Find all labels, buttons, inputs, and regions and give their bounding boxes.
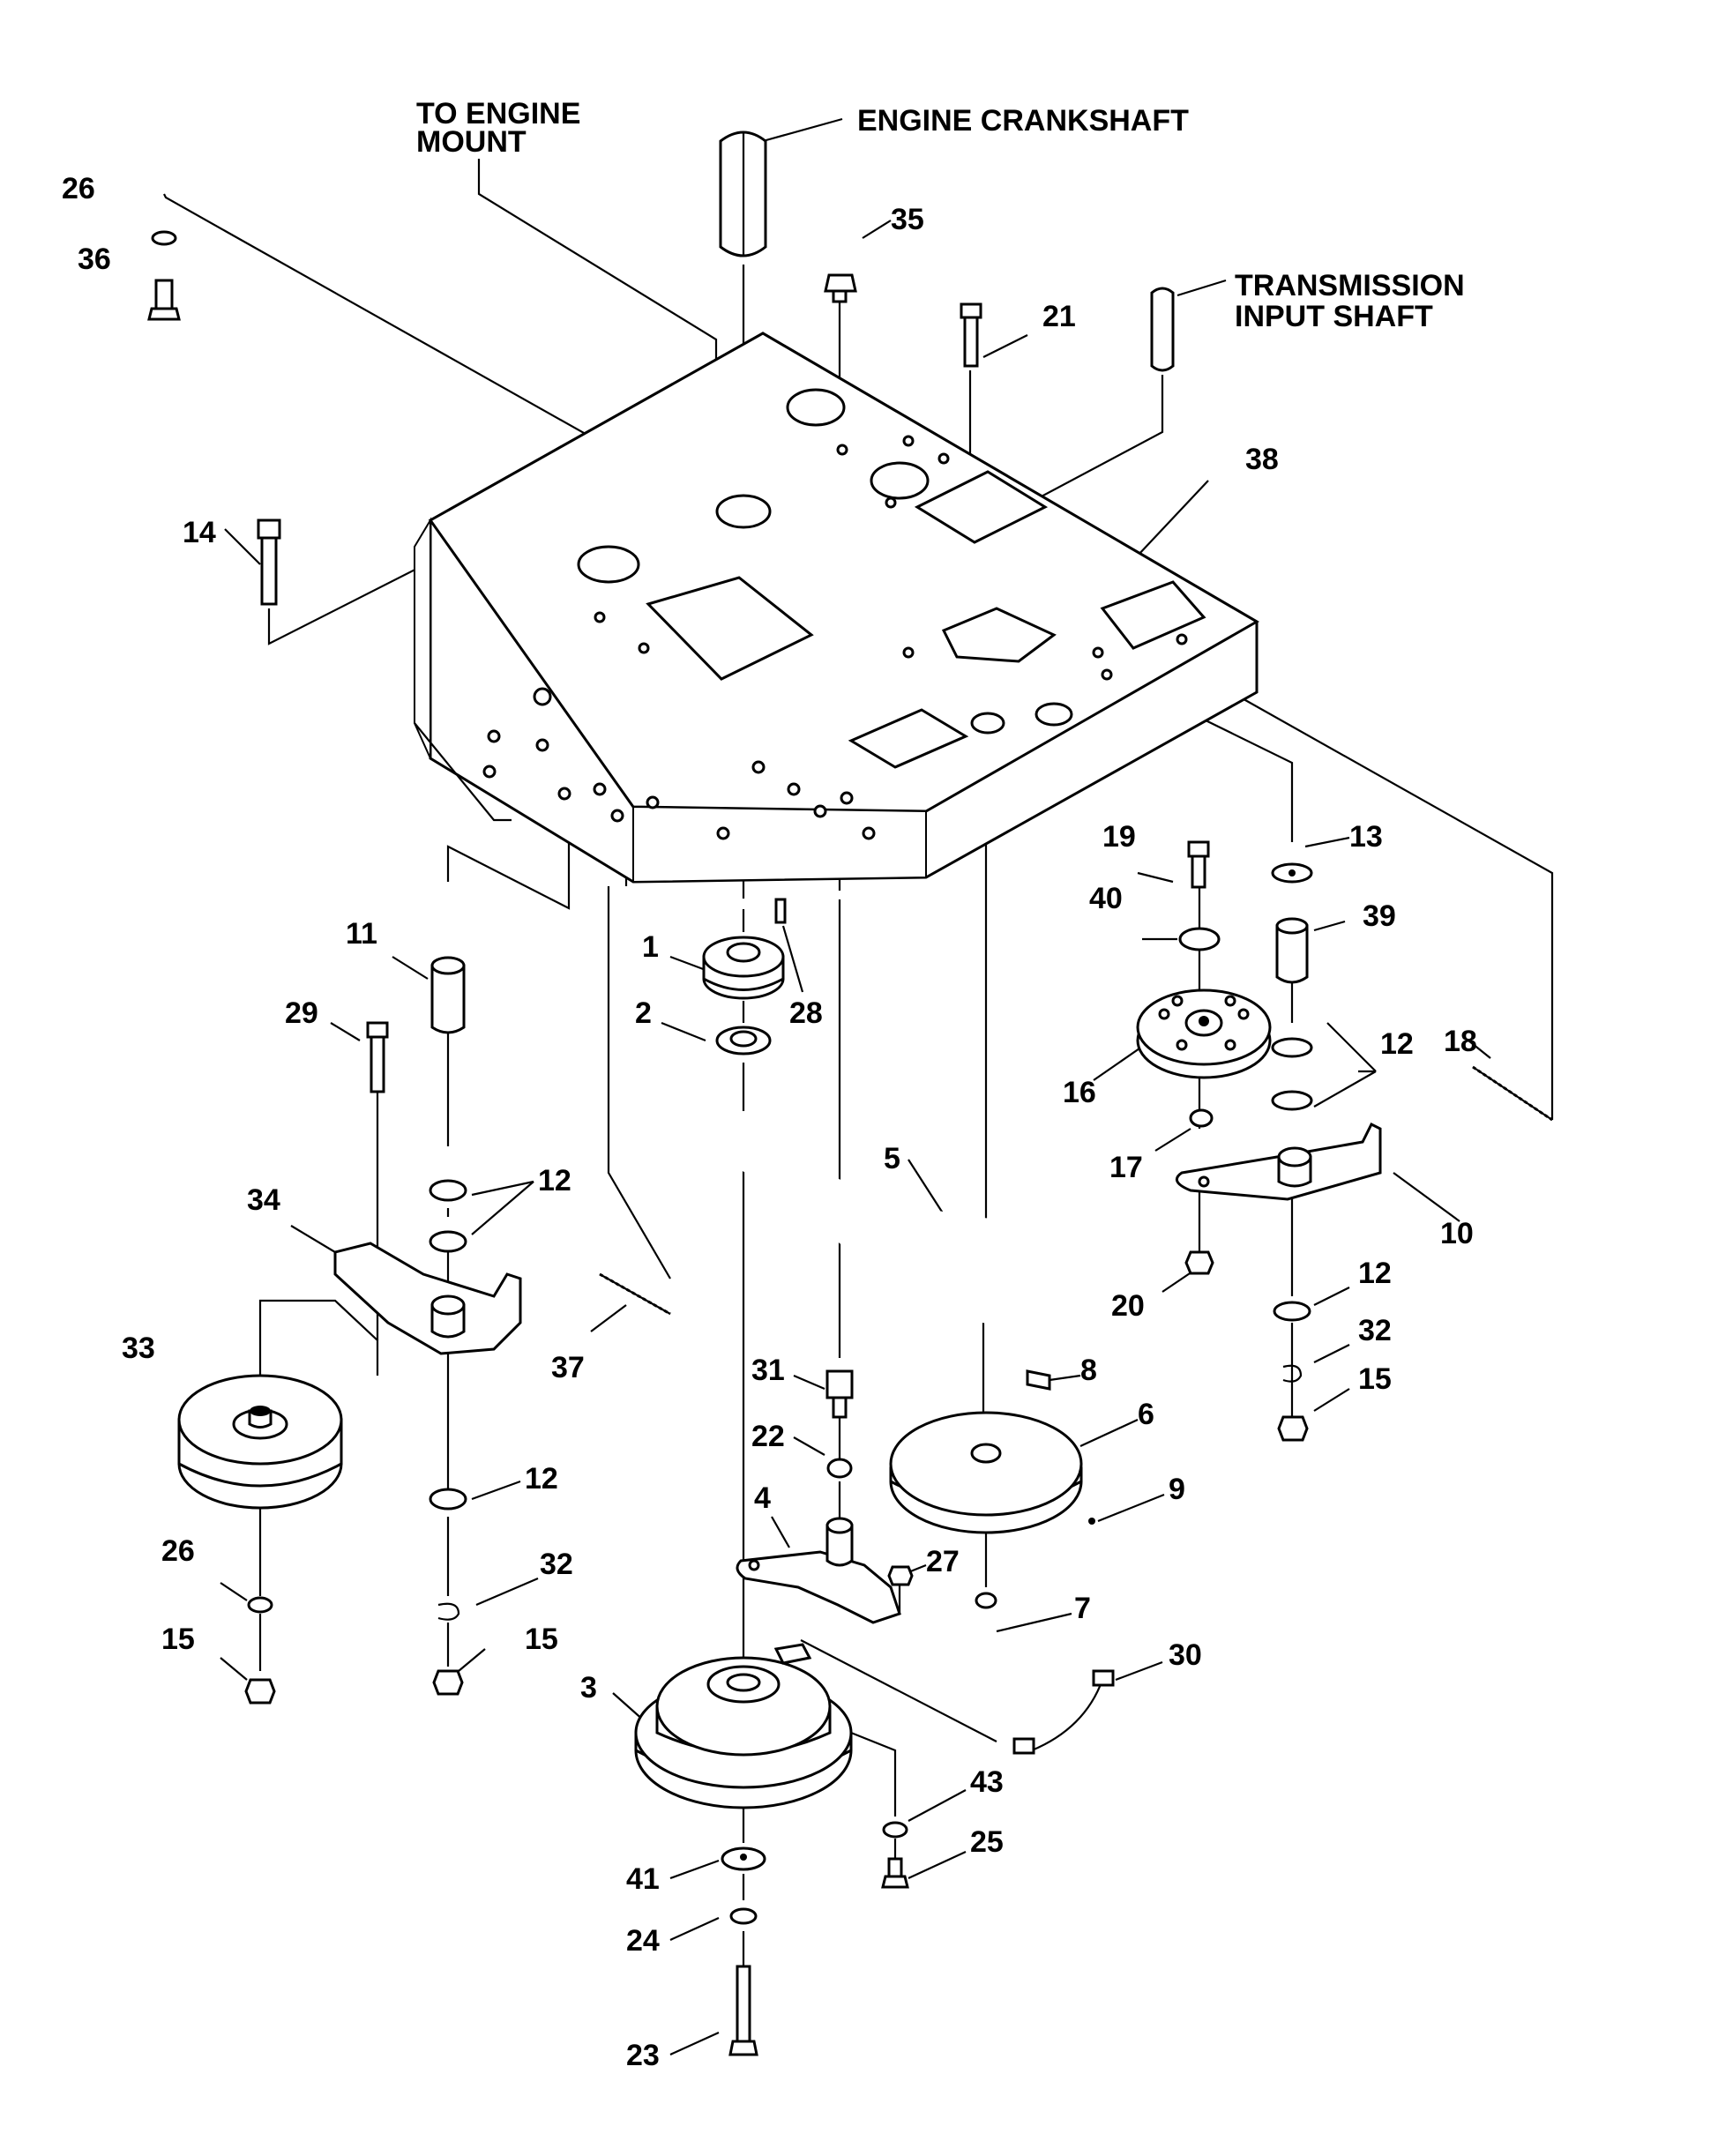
- part-number-41: 41: [626, 1862, 660, 1896]
- part-number-6: 6: [1138, 1398, 1154, 1431]
- part-number-19: 19: [1102, 820, 1136, 854]
- part-number-33: 33: [122, 1332, 155, 1365]
- part-number-14: 14: [183, 516, 216, 549]
- part-number-21: 21: [1042, 300, 1076, 333]
- part-number-2: 2: [635, 996, 652, 1030]
- part-number-4: 4: [754, 1481, 771, 1515]
- part-number-26: 26: [62, 172, 95, 205]
- part-number-10: 10: [1440, 1217, 1474, 1250]
- to-engine-mount-line2: MOUNT: [416, 125, 527, 159]
- shafts: [719, 131, 1175, 372]
- callout-labels: TO ENGINE MOUNT ENGINE CRANKSHAFT TRANSM…: [416, 97, 1465, 333]
- part-number-7: 7: [1074, 1592, 1091, 1625]
- transmission-input-shaft-line2: INPUT SHAFT: [1235, 300, 1433, 333]
- chassis-plate: [414, 332, 1259, 884]
- part-number-12-right-upper: 12: [1380, 1027, 1414, 1061]
- to-engine-mount-line1: TO ENGINE: [416, 97, 580, 131]
- part-number-39: 39: [1363, 899, 1396, 933]
- part-number-labels: 26 36 35 21 14 38 19 13 40 39 11 1 28 29…: [62, 172, 1477, 2072]
- part-number-28: 28: [789, 996, 823, 1030]
- part-number-29: 29: [285, 996, 318, 1030]
- part-number-37: 37: [551, 1351, 585, 1384]
- part-number-3: 3: [580, 1671, 597, 1705]
- part-number-27: 27: [926, 1545, 960, 1578]
- part-number-12-left-upper: 12: [538, 1164, 571, 1197]
- part-number-9: 9: [1169, 1473, 1185, 1506]
- part-number-36: 36: [78, 242, 111, 276]
- part-number-32-right: 32: [1358, 1314, 1392, 1347]
- part-number-25: 25: [970, 1825, 1004, 1859]
- part-number-11: 11: [346, 917, 377, 951]
- part-number-12-left-lower: 12: [525, 1462, 558, 1496]
- part-number-26-lower: 26: [161, 1534, 195, 1568]
- part-number-30: 30: [1169, 1638, 1202, 1672]
- part-number-35: 35: [891, 203, 924, 236]
- part-number-31: 31: [751, 1354, 785, 1387]
- part-number-32-left: 32: [540, 1548, 573, 1581]
- part-number-17: 17: [1109, 1151, 1143, 1184]
- part-number-38: 38: [1245, 443, 1279, 476]
- part-number-23: 23: [626, 2039, 660, 2072]
- part-number-5: 5: [884, 1142, 900, 1175]
- engine-crankshaft-label: ENGINE CRANKSHAFT: [857, 104, 1189, 138]
- parts: [147, 230, 1553, 2056]
- part-number-13: 13: [1349, 820, 1383, 854]
- part-number-24: 24: [626, 1924, 660, 1958]
- part-number-43: 43: [970, 1765, 1004, 1799]
- part-number-1: 1: [642, 930, 659, 964]
- part-number-22: 22: [751, 1420, 785, 1453]
- part-number-15-right: 15: [1358, 1362, 1392, 1396]
- part-number-40: 40: [1089, 882, 1123, 915]
- part-number-18: 18: [1444, 1025, 1477, 1058]
- part-number-8: 8: [1080, 1354, 1097, 1387]
- part-number-16: 16: [1063, 1076, 1096, 1109]
- part-number-34: 34: [247, 1183, 280, 1217]
- part-number-20: 20: [1111, 1289, 1145, 1323]
- part-number-15-left: 15: [525, 1623, 558, 1656]
- part-number-15-far-left: 15: [161, 1623, 195, 1656]
- part-number-12-right-lower: 12: [1358, 1257, 1392, 1290]
- transmission-input-shaft-line1: TRANSMISSION: [1235, 269, 1465, 302]
